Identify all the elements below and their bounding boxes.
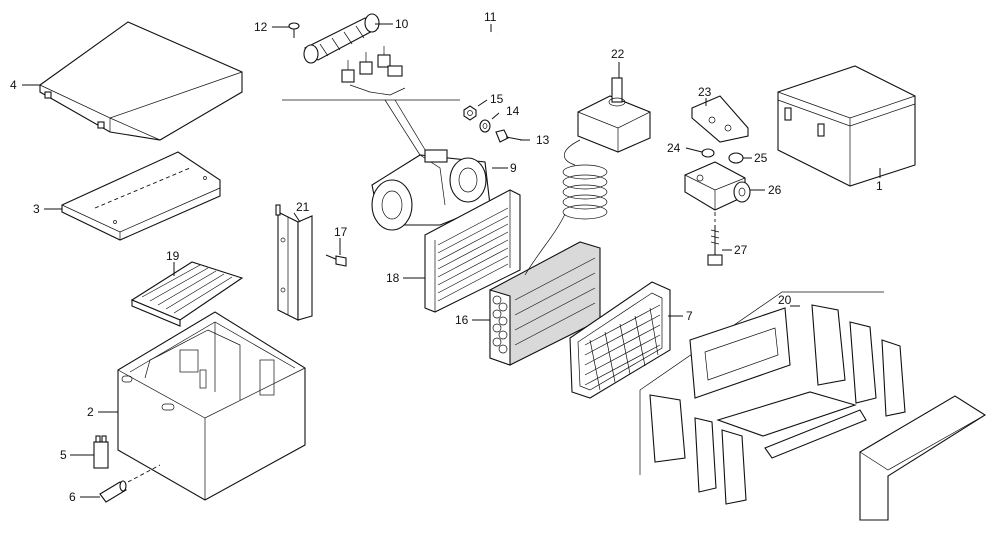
part-23-plate	[691, 95, 749, 143]
part-11-harness	[349, 32, 500, 96]
part-13-bolt	[495, 129, 523, 143]
callout-6: 6	[69, 490, 76, 504]
part-5-clip	[93, 435, 109, 469]
callout-12: 12	[254, 20, 268, 34]
callout-13: 13	[536, 133, 550, 147]
part-3-deflector-plate	[61, 151, 221, 241]
part-12-screw	[288, 22, 300, 38]
callout-11: 11	[484, 10, 497, 24]
part-19-grille	[130, 261, 244, 327]
part-9-blower	[371, 149, 491, 231]
part-2-base-box	[117, 311, 306, 501]
filter-mesh	[584, 304, 661, 391]
callout-18: 18	[386, 271, 400, 285]
part-25-o-ring	[728, 152, 744, 164]
callout-25: 25	[754, 151, 768, 165]
callout-19: 19	[166, 249, 180, 263]
callout-24: 24	[667, 141, 681, 155]
part-1-housing	[777, 65, 916, 187]
callout-2: 2	[87, 405, 94, 419]
part-24-o-ring	[701, 148, 715, 158]
callout-1: 1	[876, 179, 883, 193]
callout-23: 23	[698, 85, 712, 99]
part-4-top-cover	[39, 21, 243, 141]
callout-14: 14	[506, 104, 520, 118]
part-18-condenser	[424, 189, 521, 313]
part-17-screw	[325, 254, 347, 267]
part-27-bolt	[707, 225, 723, 266]
callout-27: 27	[734, 243, 748, 257]
part-20-insulation-kit	[639, 291, 987, 521]
callout-4: 4	[10, 78, 17, 92]
callout-17: 17	[334, 225, 348, 239]
callout-3: 3	[33, 202, 40, 216]
callout-22: 22	[611, 47, 625, 61]
callout-21: 21	[296, 200, 310, 214]
callout-15: 15	[490, 92, 504, 106]
callout-10: 10	[395, 17, 409, 31]
callout-16: 16	[455, 313, 469, 327]
callout-5: 5	[60, 448, 67, 462]
part-15-nut	[463, 105, 477, 121]
leader-lines	[22, 23, 881, 498]
callout-labels: 4 3 19 2 5 6 21 17 12 10 11 15 14 13 9 1…	[10, 10, 883, 504]
part-7-filter	[569, 281, 671, 399]
part-6-drain-tube	[99, 464, 161, 503]
part-14-washer	[479, 119, 491, 133]
part-21-bracket	[275, 204, 313, 321]
part-26-expansion-valve	[684, 161, 751, 222]
part-22-thermostat	[524, 77, 651, 276]
part-10-resistor	[303, 13, 403, 83]
callout-9: 9	[510, 161, 517, 175]
blower-reference-lines	[282, 99, 460, 159]
callout-7: 7	[686, 309, 693, 323]
callout-20: 20	[778, 293, 792, 307]
callout-26: 26	[768, 183, 782, 197]
